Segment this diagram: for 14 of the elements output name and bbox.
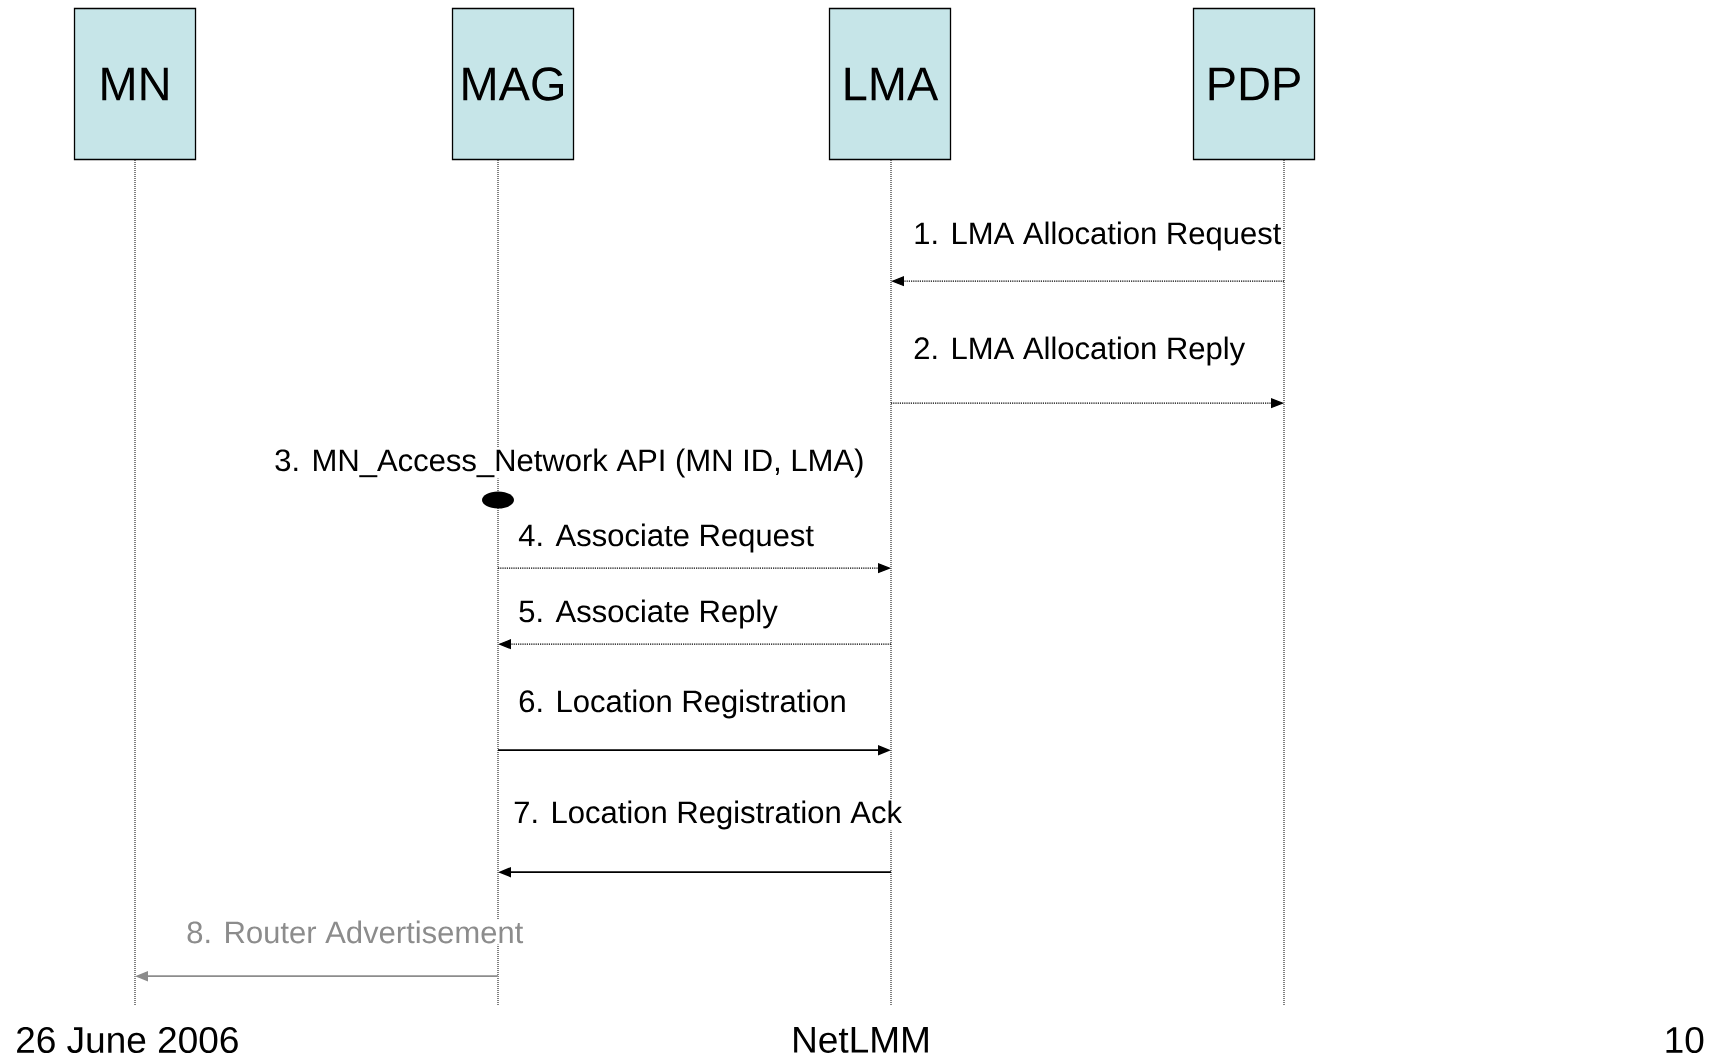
participant-box: PDP — [1192, 7, 1316, 161]
message-label: 2. LMA Allocation Reply — [912, 335, 1247, 367]
message-label: 4. Associate Request — [517, 522, 815, 554]
message-label: 5. Associate Reply — [517, 598, 779, 630]
message-label: 6. Location Registration — [517, 688, 848, 720]
participant-box: MAG — [451, 7, 575, 161]
participant-box: LMA — [828, 7, 952, 161]
footer-text: 10 — [1666, 1026, 1704, 1054]
message-label: 1. LMA Allocation Request — [912, 220, 1283, 252]
event-label: 3. MN_Access_Network API (MN ID, LMA) — [273, 447, 866, 479]
participant-box: MN — [73, 7, 197, 161]
event-dot — [482, 491, 514, 509]
message-label: 7. Location Registration Ack — [512, 799, 904, 831]
message-label: 8. Router Advertisement — [185, 919, 525, 945]
